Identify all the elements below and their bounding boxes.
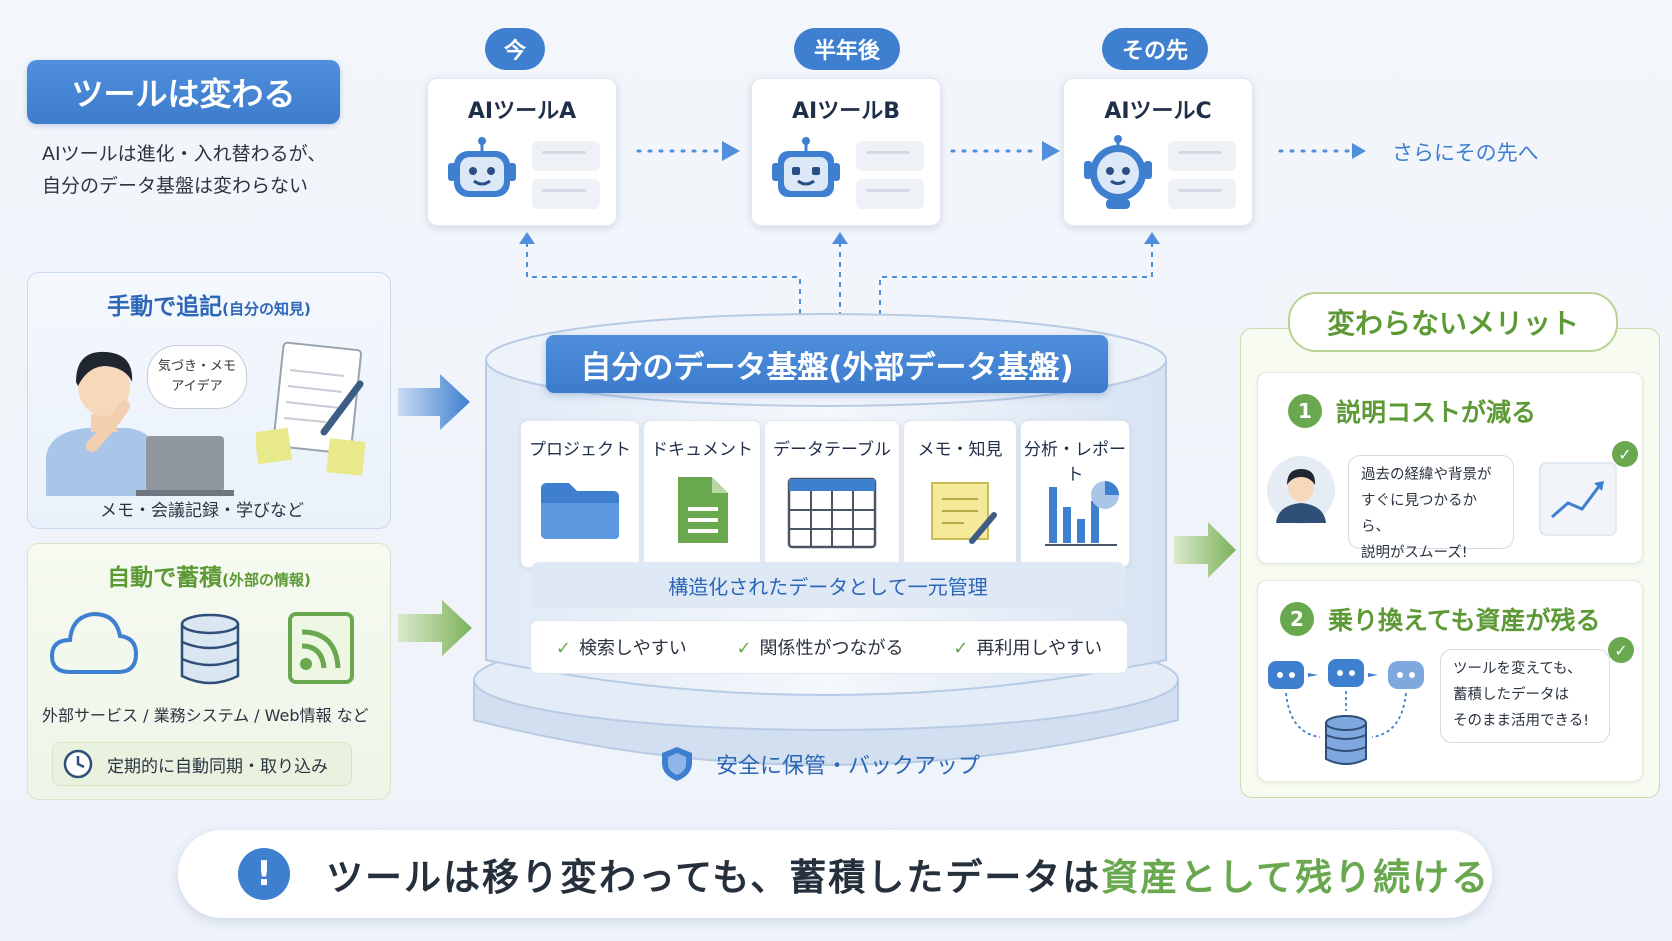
unified-management-bar: 構造化されたデータとして一元管理 (530, 562, 1126, 608)
benefit-note: ツールを変えても、蓄積したデータはそのまま活用できる! (1440, 649, 1610, 743)
table-icon (787, 477, 877, 549)
tool-card-a: AIツールA (427, 78, 617, 226)
benefit-number: 1 (1288, 394, 1322, 428)
category-project: プロジェクト (520, 420, 640, 568)
category-memo: メモ・知見 (903, 420, 1017, 568)
benefit-number: 2 (1280, 602, 1314, 636)
bottom-banner: ! ツールは移り変わっても、蓄積したデータは資産として残り続ける (178, 830, 1492, 918)
avatar (1267, 456, 1335, 524)
next-step-text: さらにその先へ (1392, 141, 1539, 165)
category-label: 分析・レポート (1024, 440, 1126, 485)
thought-bubble: 気づき・メモ アイデア (147, 345, 247, 409)
bubble-line-2: アイデア (171, 379, 223, 394)
title-badge: ツールは変わる (27, 60, 340, 124)
auto-panel-title: 自動で蓄積(外部の情報) (107, 565, 311, 591)
safe-storage-label: 安全に保管・バックアップ (660, 745, 980, 783)
document-icon (678, 477, 728, 543)
tool-card-c: AIツールC (1063, 78, 1253, 226)
tool-name: AIツールB (792, 99, 900, 124)
category-analysis: 分析・レポート (1020, 420, 1130, 568)
tool-name: AIツールC (1104, 99, 1212, 124)
rss-feed-icon (288, 612, 354, 684)
category-label: プロジェクト (529, 440, 631, 460)
check-circle-icon: ✓ (1612, 441, 1638, 467)
tool-switch-diagram (1268, 659, 1424, 765)
category-data-table: データテーブル (764, 420, 900, 568)
check-item: ✓再利用しやすい (953, 638, 1103, 659)
folder-icon (541, 483, 619, 539)
robot-icon (1084, 135, 1152, 209)
sync-label: 定期的に自動同期・取り込み (107, 756, 328, 777)
tool-card-b: AIツールB (751, 78, 941, 226)
period-pill-half-year: 半年後 (794, 28, 900, 70)
exclamation-icon: ! (238, 848, 290, 900)
text-lines (856, 141, 924, 217)
person-laptop-icon (46, 351, 234, 496)
shield-icon (662, 747, 692, 781)
chart-icon (1045, 481, 1119, 546)
category-label: メモ・知見 (917, 440, 1003, 460)
core-title: 自分のデータ基盤(外部データ基盤) (546, 335, 1108, 393)
text-lines (532, 141, 600, 217)
text-lines (1168, 141, 1236, 217)
bubble-line-1: 気づき・メモ (157, 359, 236, 374)
banner-text: ツールは移り変わっても、蓄積したデータは資産として残り続ける (326, 856, 1491, 899)
subtitle-line-1: AIツールは進化・入れ替わるが、 (42, 143, 327, 165)
feature-checks: ✓検索しやすい ✓関係性がつながる ✓再利用しやすい (530, 620, 1128, 674)
category-document: ドキュメント (643, 420, 761, 568)
subtitle: AIツールは進化・入れ替わるが、 自分のデータ基盤は変わらない (42, 138, 326, 202)
period-pill-now: 今 (485, 28, 545, 70)
database-icon (180, 613, 240, 685)
cloud-icon (49, 611, 139, 674)
auto-sync-box: 定期的に自動同期・取り込み (52, 742, 352, 786)
period-pill-future: その先 (1102, 28, 1208, 70)
check-item: ✓関係性がつながる (736, 638, 904, 659)
notepad-icon (256, 341, 366, 476)
auto-caption: 外部サービス / 業務システム / Web情報 など (42, 706, 369, 725)
category-label: データテーブル (773, 440, 891, 460)
manual-panel-title: 手動で追記(自分の知見) (107, 294, 311, 320)
check-icon: ✓ (555, 638, 571, 659)
subtitle-line-2: 自分のデータ基盤は変わらない (42, 175, 309, 197)
clock-icon (63, 749, 93, 779)
check-icon: ✓ (736, 638, 752, 659)
manual-caption: メモ・会議記録・学びなど (100, 501, 304, 521)
robot-icon (448, 137, 516, 197)
robot-icon (772, 137, 840, 197)
growth-chart-icon (1539, 462, 1617, 536)
tool-name: AIツールA (467, 99, 577, 124)
benefits-title: 変わらないメリット (1288, 292, 1618, 352)
check-icon: ✓ (953, 638, 969, 659)
check-circle-icon: ✓ (1608, 637, 1634, 663)
memo-icon (931, 482, 997, 544)
check-item: ✓検索しやすい (555, 638, 687, 659)
benefit-note: 過去の経緯や背景がすぐに見つかるから、説明がスムーズ! (1348, 455, 1514, 561)
category-label: ドキュメント (651, 440, 753, 460)
